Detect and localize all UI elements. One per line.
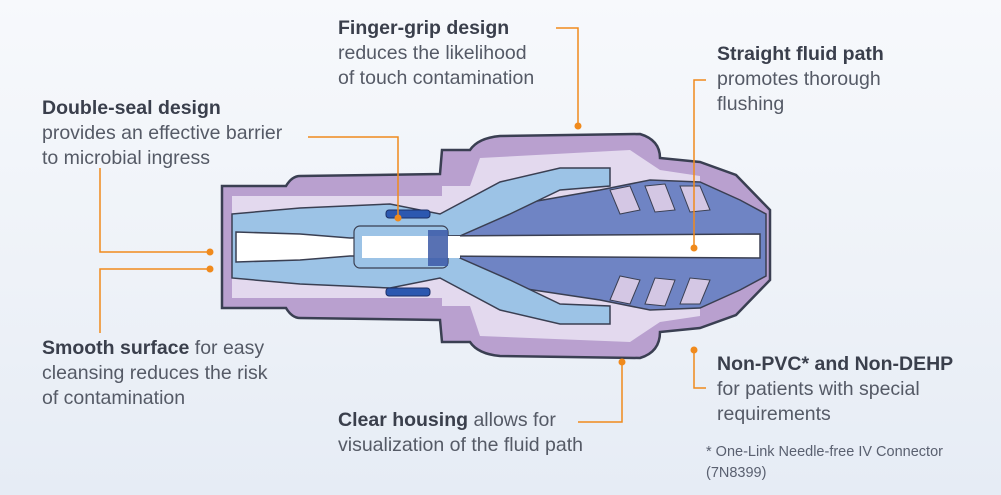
- callout-desc: requirements: [717, 403, 831, 425]
- callout-title: Smooth surface: [42, 337, 190, 359]
- seal-top: [385, 209, 431, 219]
- leader-smooth-surface: [99, 268, 210, 333]
- callout-desc: to microbial ingress: [42, 147, 210, 169]
- leader-double-seal-side: [99, 168, 210, 253]
- callout-desc: visualization of the fluid path: [338, 434, 583, 456]
- leader-dots: [206, 122, 698, 366]
- leader-lines: [99, 27, 706, 423]
- leader-clear-housing: [578, 362, 623, 423]
- callout-finger-grip: Finger-grip design reduces the likelihoo…: [338, 16, 534, 91]
- leader-straight-path: [693, 79, 706, 248]
- callout-desc: of touch contamination: [338, 67, 535, 89]
- callout-desc: for easy: [189, 337, 265, 359]
- callout-title: Finger-grip design: [338, 17, 510, 39]
- callout-double-seal: Double-seal design provides an effective…: [42, 96, 282, 171]
- footnote-line: (7N8399): [706, 465, 767, 481]
- callout-non-pvc: Non-PVC* and Non-DEHP for patients with …: [717, 352, 953, 427]
- footnote: * One-Link Needle-free IV Connector (7N8…: [706, 442, 943, 484]
- callout-desc: promotes thorough: [717, 68, 881, 90]
- callout-title: Clear housing: [338, 409, 469, 431]
- callout-desc: provides an effective barrier: [42, 122, 283, 144]
- callout-desc: for patients with special: [717, 378, 920, 400]
- callout-desc: of contamination: [42, 387, 186, 409]
- callout-straight-path: Straight fluid path promotes thorough fl…: [717, 42, 884, 117]
- leader-finger-grip: [556, 27, 579, 126]
- callout-title: Double-seal design: [42, 97, 221, 119]
- footnote-line: * One-Link Needle-free IV Connector: [706, 444, 943, 460]
- leader-non-pvc: [693, 350, 706, 389]
- seal-mid: [428, 230, 448, 266]
- callout-desc: cleansing reduces the risk: [42, 362, 268, 384]
- callout-title: Straight fluid path: [717, 43, 884, 65]
- leader-double-seal-top: [308, 136, 399, 218]
- callout-title: Non-PVC* and Non-DEHP: [717, 353, 954, 375]
- callout-desc: allows for: [468, 409, 556, 431]
- callout-desc: flushing: [717, 93, 785, 115]
- seal-bottom: [385, 287, 431, 297]
- callout-desc: reduces the likelihood: [338, 42, 527, 64]
- callout-smooth-surface: Smooth surface for easy cleansing reduce…: [42, 336, 267, 411]
- callout-clear-housing: Clear housing allows for visualization o…: [338, 408, 583, 458]
- threads: [609, 183, 711, 307]
